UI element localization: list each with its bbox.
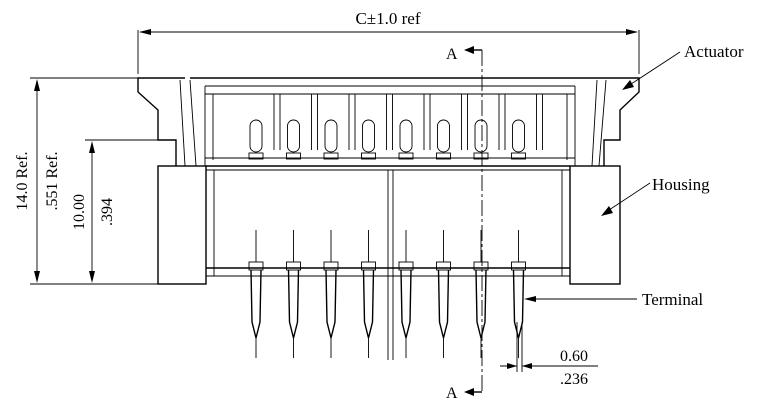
- section-line-a: A A: [446, 46, 483, 402]
- terminal-pin: [436, 230, 451, 358]
- actuator-label: Actuator: [684, 42, 744, 61]
- actuator-slot: [436, 94, 468, 160]
- overall-width-dimension: C±1.0 ref: [137, 9, 640, 74]
- terminal-pin: [473, 230, 489, 358]
- actuator-slot: [398, 94, 431, 160]
- housing-outline: [157, 165, 621, 360]
- actuator-callout: Actuator: [622, 42, 744, 90]
- terminal-pin: [511, 230, 526, 358]
- terminals: [248, 230, 526, 358]
- pin-width-mm: 0.60: [560, 348, 588, 365]
- terminal-pin: [286, 230, 301, 358]
- terminal-pin: [361, 230, 376, 358]
- height-total-in: .551 Ref.: [44, 151, 61, 210]
- height-body-in: .394: [99, 198, 116, 226]
- section-label-top: A: [446, 46, 458, 63]
- terminal-pin: [248, 230, 264, 358]
- actuator-slot: [248, 94, 281, 160]
- actuator-slot: [511, 94, 543, 160]
- actuator-slot: [286, 94, 318, 160]
- actuator-slots: [248, 94, 543, 160]
- terminal-callout: Terminal: [524, 290, 703, 309]
- height-total-mm: 14.0 Ref.: [14, 151, 31, 210]
- actuator-slot: [323, 94, 356, 160]
- housing-label: Housing: [652, 175, 710, 194]
- section-label-bottom: A: [446, 385, 458, 402]
- actuator-outline: [137, 77, 640, 167]
- height-body-mm: 10.00: [71, 194, 88, 230]
- pin-width-dimension: 0.60 .236: [500, 322, 598, 388]
- actuator-slot: [473, 94, 506, 160]
- pin-width-in: .236: [560, 371, 588, 388]
- overall-width-label: C±1.0 ref: [355, 9, 420, 28]
- housing-callout: Housing: [601, 175, 710, 216]
- terminal-label: Terminal: [642, 290, 703, 309]
- actuator-slot: [361, 94, 393, 160]
- terminal-pin: [398, 230, 414, 358]
- terminal-pin: [323, 230, 339, 358]
- height-dimensions: 14.0 Ref. .551 Ref. 10.00 .394: [14, 77, 158, 285]
